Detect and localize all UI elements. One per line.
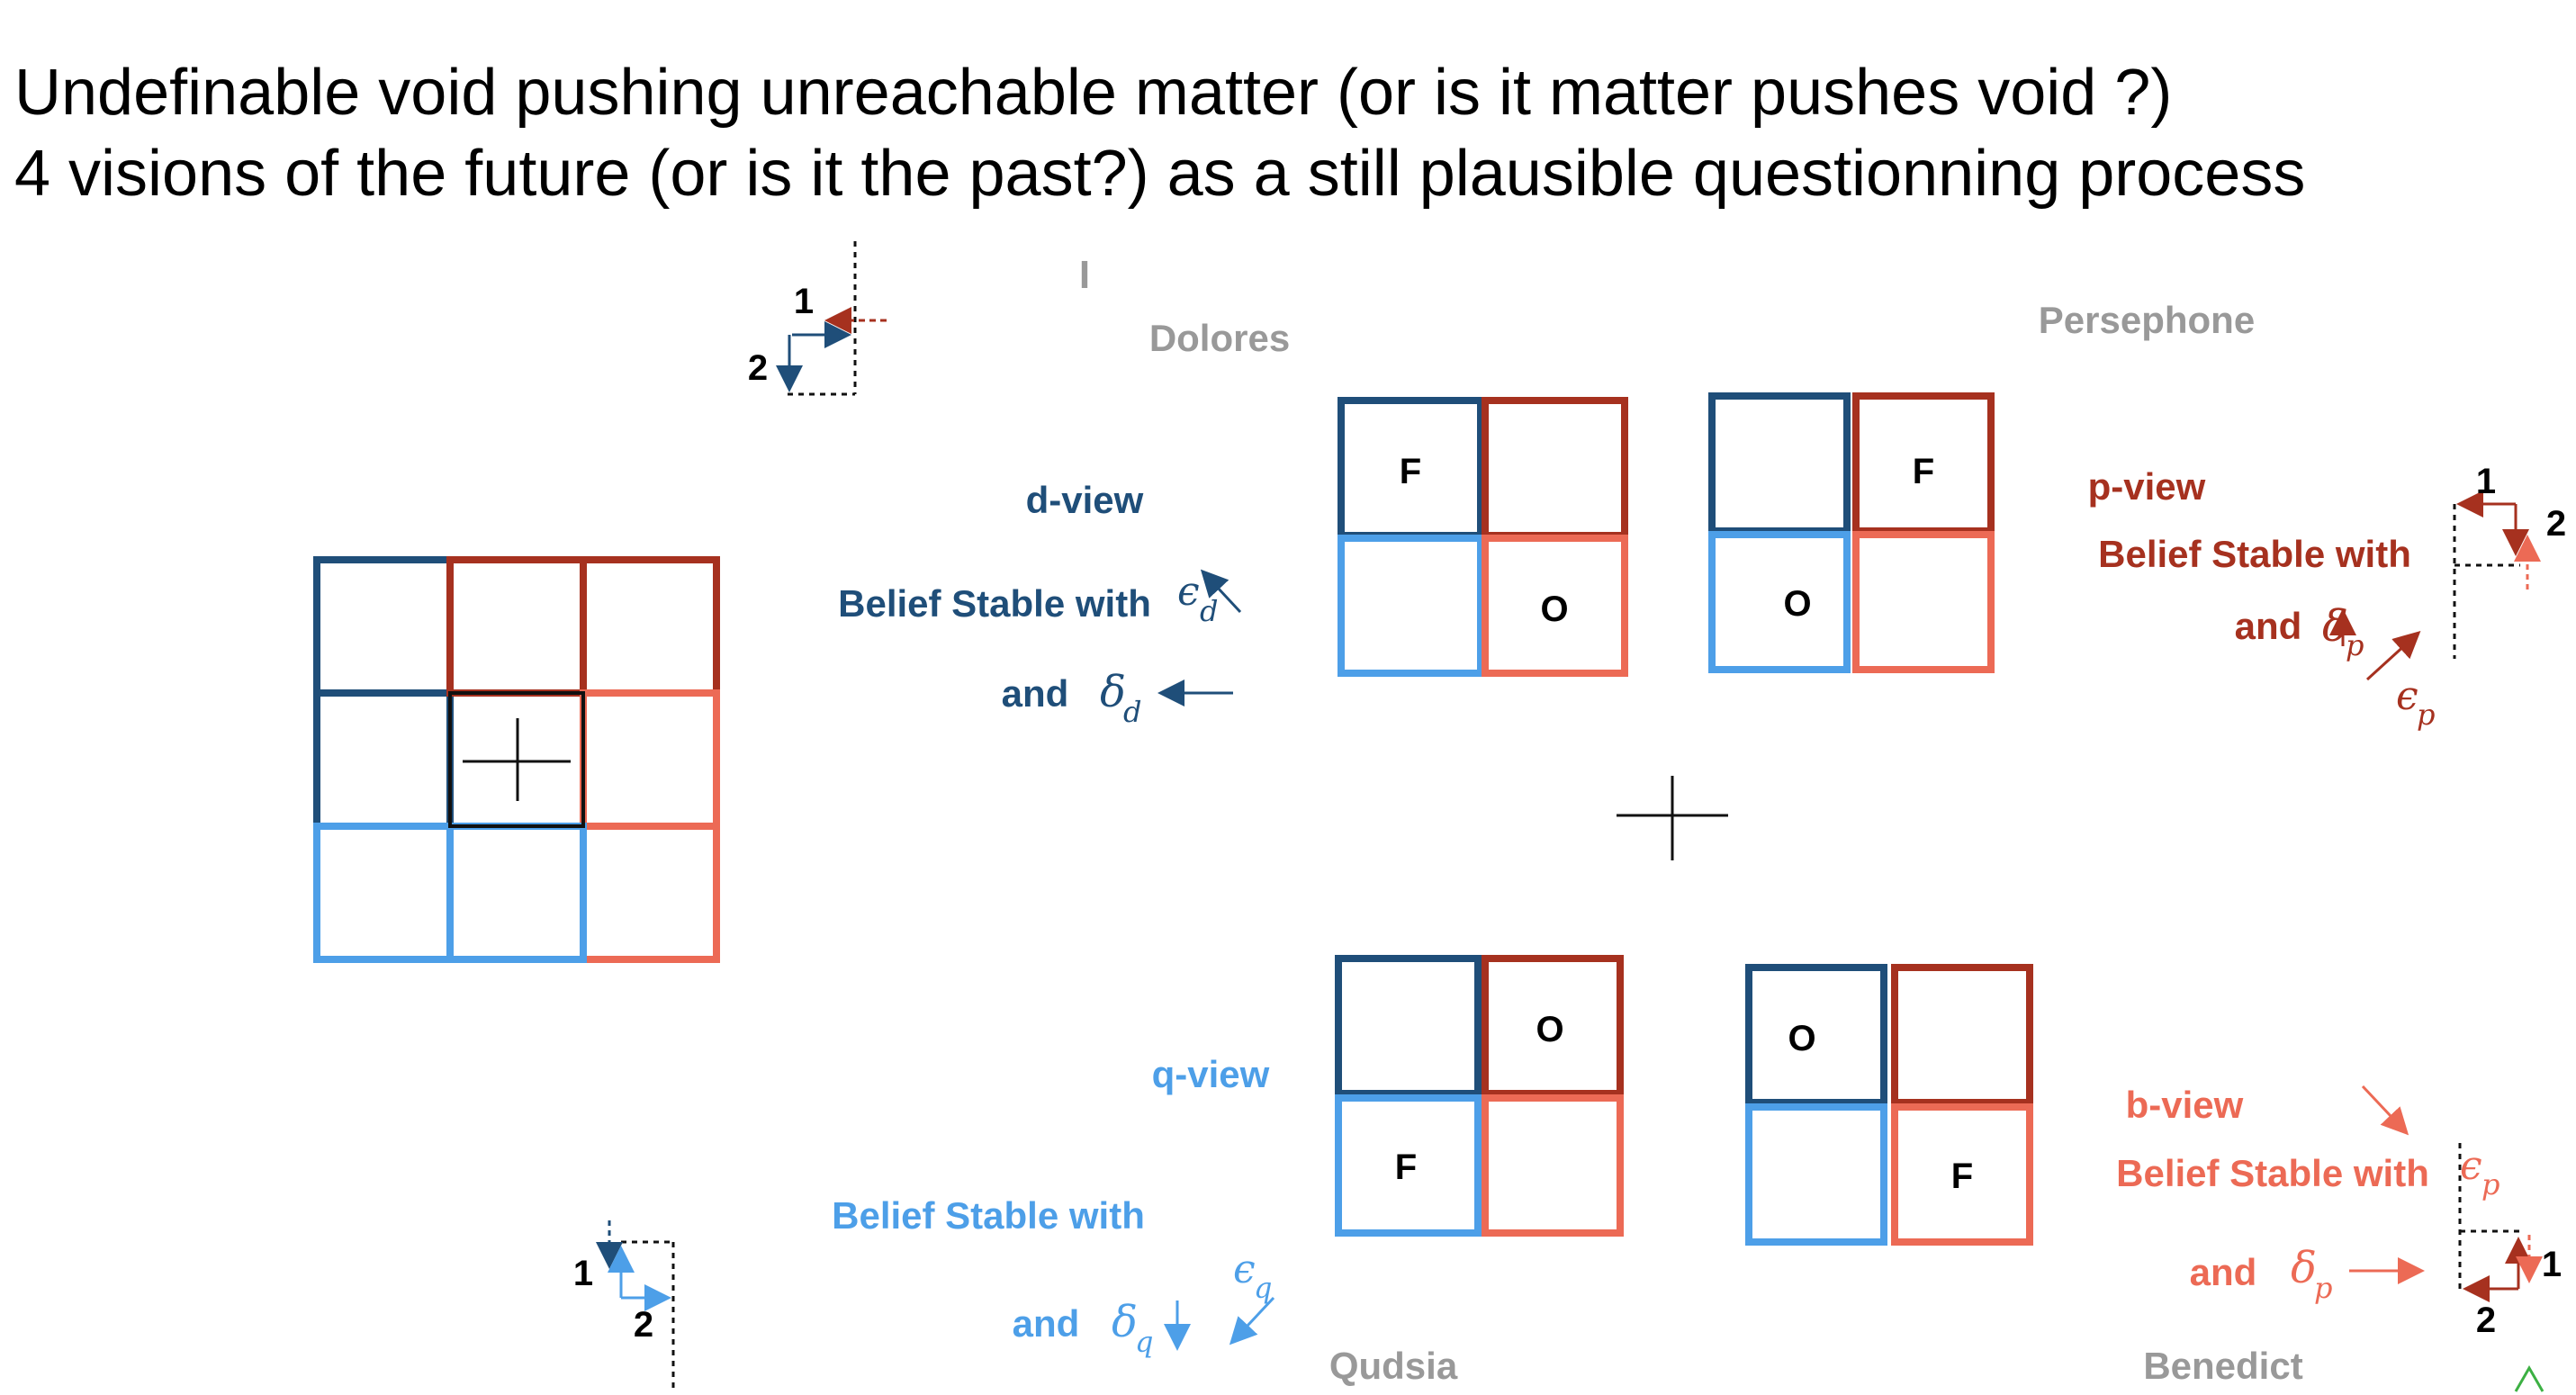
delta-subscript: q — [1135, 1325, 1153, 1359]
grid-benedict — [1745, 964, 2033, 1246]
big-grid-cell — [313, 689, 454, 830]
cell-label: F — [1951, 1156, 1973, 1196]
cell-label: F — [1395, 1148, 1417, 1187]
epsilon-symbol: ϵ — [2460, 1143, 2482, 1189]
title-line-1: Undefinable void pushing unreachable mat… — [14, 57, 2173, 129]
name-persephone: Persephone — [2039, 299, 2255, 341]
b-view-belief: Belief Stable with — [2116, 1152, 2429, 1194]
delta-symbol: δ — [1112, 1297, 1138, 1347]
big-grid-cell — [313, 823, 454, 963]
name-benedict: Benedict — [2143, 1345, 2302, 1387]
p-view-annotation: p-view Belief Stable with and δ p ϵ p — [2088, 465, 2436, 732]
cell-qudsia — [1335, 1094, 1482, 1237]
p-view-belief: Belief Stable with — [2098, 533, 2411, 575]
name-dolores: Dolores — [1149, 317, 1290, 359]
delta-symbol: δ — [2322, 601, 2348, 652]
q-view-and: and — [1013, 1302, 1080, 1345]
name-qudsia: Qudsia — [1329, 1345, 1458, 1387]
axis-label-2: 2 — [2546, 504, 2566, 544]
epsilon-subscript: p — [2417, 698, 2435, 732]
delta-subscript: d — [1123, 695, 1141, 729]
big-grid-cell — [446, 823, 587, 963]
grid-persephone — [1708, 392, 1995, 673]
axis-label-1: 1 — [573, 1254, 593, 1293]
cell-label: O — [1540, 590, 1568, 629]
axis-label-2: 2 — [748, 348, 768, 388]
big-grid-center-cell — [448, 691, 585, 828]
big-grid-cell — [580, 556, 720, 697]
axis-glyph-d: 1 2 — [748, 241, 887, 396]
cell-label: F — [1400, 452, 1421, 491]
cell-label: O — [1788, 1019, 1815, 1058]
cell-label: F — [1913, 452, 1934, 491]
cell-qudsia — [1335, 955, 1482, 1097]
d-view-annotation: d-view Belief Stable with ϵ d and δ d — [838, 479, 1242, 729]
epsilon-subscript: p — [2481, 1167, 2499, 1202]
cell-dolores — [1338, 535, 1484, 677]
triangle-icon — [2514, 1364, 2544, 1392]
delta-subscript: p — [2346, 628, 2364, 662]
q-view-annotation: q-view Belief Stable with ϵ q and δ q — [832, 1053, 1275, 1359]
cell-benedict — [1891, 1103, 2033, 1246]
big-grid — [313, 556, 720, 963]
cell-label: O — [1536, 1010, 1563, 1049]
cell-label: O — [1783, 584, 1811, 624]
epsilon-symbol: ϵ — [1177, 569, 1200, 615]
title-line-2: 4 visions of the future (or is it the pa… — [14, 138, 2306, 210]
epsilon-symbol: ϵ — [2396, 673, 2418, 719]
cell-benedict — [1745, 964, 1887, 1106]
axis-label-2: 2 — [634, 1305, 653, 1345]
big-grid-cell — [313, 556, 454, 697]
big-grid-cell — [580, 823, 720, 963]
epsilon-subscript: d — [1200, 594, 1218, 628]
d-view-and: and — [1002, 672, 1069, 715]
stray-mark: I — [1079, 253, 1090, 297]
d-view-title: d-view — [1026, 479, 1144, 521]
epsilon-arrow-icon — [2365, 630, 2421, 681]
axis-label-1: 1 — [2542, 1245, 2562, 1284]
p-view-title: p-view — [2088, 465, 2206, 508]
axis-label-1: 1 — [794, 282, 814, 321]
cell-persephone — [1708, 392, 1851, 535]
q-view-title: q-view — [1152, 1053, 1270, 1095]
cell-qudsia — [1482, 1094, 1624, 1237]
axis-glyph-p: 1 2 — [2453, 462, 2566, 659]
epsilon-symbol: ϵ — [1233, 1246, 1256, 1292]
grid-dolores — [1338, 397, 1628, 677]
b-view-and: and — [2190, 1251, 2257, 1293]
axis-glyph-q: 1 2 — [573, 1220, 675, 1390]
cell-persephone — [1708, 531, 1851, 673]
big-grid-cell — [446, 556, 587, 697]
axis-label-1: 1 — [2476, 462, 2496, 501]
cell-benedict — [1891, 964, 2033, 1106]
grid-qudsia — [1335, 955, 1624, 1237]
cell-dolores — [1482, 535, 1628, 677]
cell-benedict — [1745, 1103, 1887, 1246]
epsilon-subscript: q — [1254, 1271, 1272, 1305]
delta-subscript: p — [2314, 1271, 2332, 1305]
epsilon-arrow-icon — [2361, 1084, 2409, 1136]
cell-qudsia — [1482, 955, 1624, 1097]
epsilon-arrow-icon — [1229, 1296, 1275, 1346]
b-view-title: b-view — [2126, 1084, 2244, 1126]
d-view-belief: Belief Stable with — [838, 582, 1151, 625]
cell-persephone — [1852, 531, 1995, 673]
epsilon-arrow-icon — [1200, 569, 1242, 614]
axis-glyph-b: 1 2 — [2458, 1143, 2562, 1340]
cell-dolores — [1482, 397, 1628, 539]
delta-symbol: δ — [2291, 1243, 2317, 1293]
axis-label-2: 2 — [2476, 1300, 2496, 1340]
p-view-and: and — [2235, 605, 2302, 647]
q-view-belief: Belief Stable with — [832, 1194, 1145, 1237]
big-grid-cell — [580, 689, 720, 830]
b-view-annotation: b-view Belief Stable with ϵ p and δ p — [2116, 1084, 2499, 1305]
delta-symbol: δ — [1100, 667, 1126, 717]
